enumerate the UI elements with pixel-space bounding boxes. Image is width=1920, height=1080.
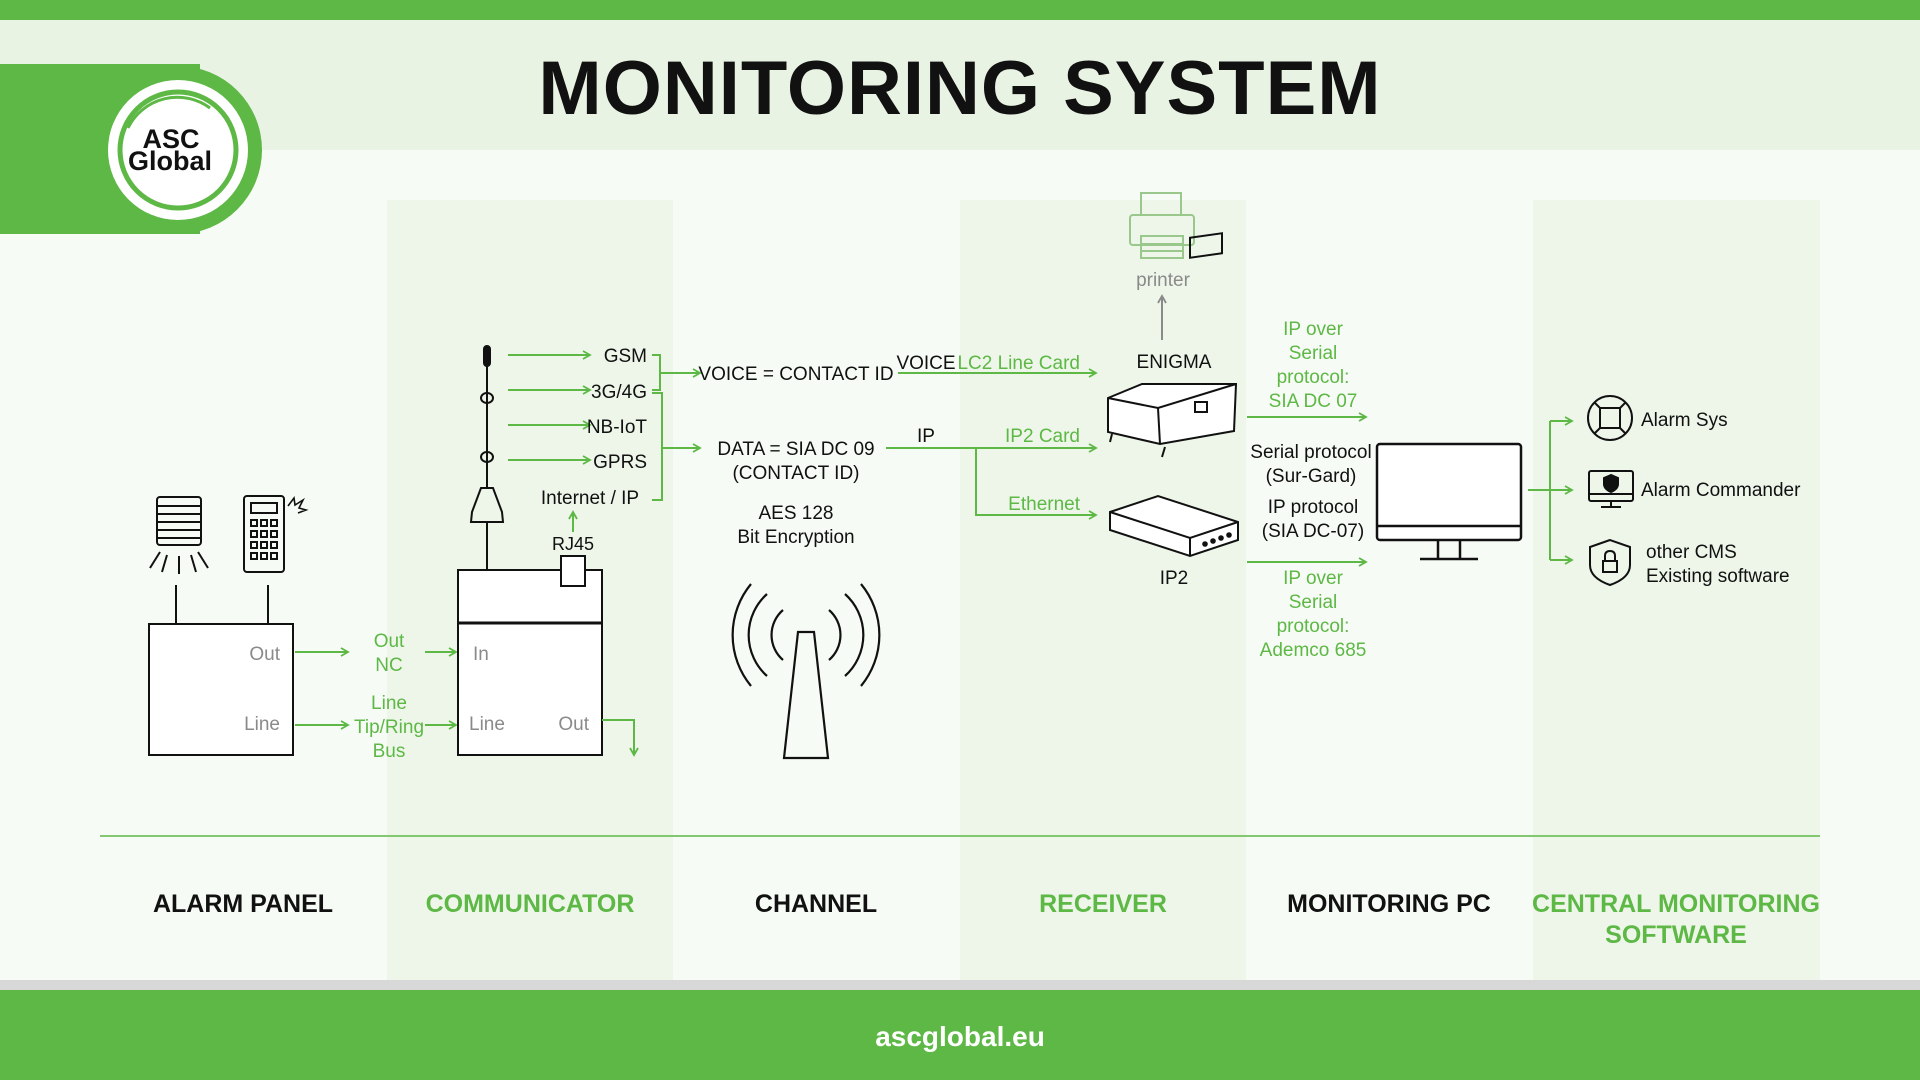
- column-cms: CENTRAL MONITORING: [1532, 890, 1820, 918]
- line-tipring-label-2: Tip/Ring: [354, 717, 424, 738]
- lock-shield-icon: [1589, 538, 1631, 587]
- rj45-port: [560, 555, 586, 587]
- cms-alarm-sys: Alarm Sys: [1641, 410, 1728, 431]
- keypad-icon: [243, 495, 309, 573]
- top-bar: [0, 0, 1920, 20]
- ip-over-serial-bottom-3: protocol:: [1277, 616, 1350, 637]
- network-gprs: GPRS: [593, 452, 647, 473]
- alarm-panel-box: [148, 623, 294, 756]
- ip-tag: IP: [917, 426, 935, 447]
- serial-protocol-1: Serial protocol: [1250, 442, 1371, 463]
- voice-contact-id: VOICE = CONTACT ID: [698, 364, 893, 385]
- out-nc-label: Out: [374, 631, 405, 652]
- line-tipring-label-3: Bus: [373, 741, 406, 762]
- serial-protocol-2: (Sur-Gard): [1266, 466, 1357, 487]
- radio-tower-icon: [731, 583, 881, 760]
- ip-over-serial-top-4: SIA DC 07: [1269, 391, 1358, 412]
- printer-icon: [1129, 192, 1195, 259]
- network-3g4g: 3G/4G: [591, 382, 647, 403]
- shield-monitor-icon: [1588, 470, 1634, 508]
- ip-over-serial-bottom-4: Ademco 685: [1260, 640, 1367, 661]
- enigma-label: ENIGMA: [1137, 352, 1212, 373]
- column-cms-2: SOFTWARE: [1605, 921, 1747, 949]
- page-title: MONITORING SYSTEM: [538, 46, 1381, 131]
- ip-over-serial-top-1: IP over: [1283, 319, 1344, 340]
- communicator-out-label: Out: [558, 714, 589, 735]
- aes-label: AES 128: [759, 503, 834, 524]
- header-band: [0, 20, 1920, 150]
- footer-url[interactable]: ascglobal.eu: [875, 1021, 1045, 1052]
- ip-over-serial-bottom-2: Serial: [1289, 592, 1338, 613]
- alarm-panel-out-label: Out: [249, 644, 280, 665]
- network-gsm: GSM: [604, 346, 647, 367]
- rj45-label: RJ45: [552, 534, 594, 554]
- ip2-card-label: IP2 Card: [1005, 426, 1080, 447]
- column-monitoring-pc: MONITORING PC: [1287, 890, 1491, 918]
- logo: ASC Global: [94, 66, 262, 234]
- ip-protocol-1: IP protocol: [1268, 497, 1358, 518]
- communicator-box: [457, 569, 603, 756]
- communicator-out-arrow: [602, 719, 639, 757]
- alarm-panel-line-label: Line: [244, 714, 280, 735]
- monitor-icon: [1375, 442, 1523, 561]
- cms-column-band: [1533, 200, 1820, 980]
- column-alarm-panel: ALARM PANEL: [153, 890, 333, 918]
- printer-label: printer: [1136, 270, 1191, 291]
- out-nc-label-2: NC: [375, 655, 402, 676]
- enigma-receiver-icon: [1107, 232, 1238, 458]
- line-tipring-label: Line: [371, 693, 407, 714]
- cms-alarm-commander: Alarm Commander: [1641, 480, 1801, 501]
- cms-other: other CMS: [1646, 542, 1737, 563]
- column-channel: CHANNEL: [755, 890, 877, 918]
- lc2-line-card-label: LC2 Line Card: [957, 353, 1080, 374]
- logo-text-asc: ASC: [142, 124, 199, 154]
- internet-ip-label: Internet / IP: [541, 488, 639, 509]
- column-receiver: RECEIVER: [1039, 890, 1167, 918]
- logo-text-global: Global: [128, 146, 212, 176]
- voice-tag: VOICE: [896, 353, 955, 374]
- ip2-label: IP2: [1160, 568, 1189, 589]
- receiver-column-band: [960, 200, 1246, 980]
- data-sia-dc09: DATA = SIA DC 09: [717, 439, 874, 460]
- lifebuoy-icon: [1587, 395, 1633, 441]
- ip-over-serial-top-2: Serial: [1289, 343, 1338, 364]
- ethernet-label: Ethernet: [1008, 494, 1081, 515]
- data-contact-id: (CONTACT ID): [732, 463, 859, 484]
- siren-icon: [149, 496, 209, 574]
- ip2-receiver-icon: [1109, 494, 1239, 558]
- column-communicator: COMMUNICATOR: [426, 890, 635, 918]
- antenna-icon: [469, 345, 505, 570]
- network-nbiot: NB-IoT: [587, 417, 648, 438]
- communicator-in-label: In: [473, 644, 489, 665]
- ip-over-serial-top-3: protocol:: [1277, 367, 1350, 388]
- ip-over-serial-bottom-1: IP over: [1283, 568, 1344, 589]
- communicator-line-label: Line: [469, 714, 505, 735]
- footer-bar: [0, 990, 1920, 1080]
- ip-protocol-2: (SIA DC-07): [1262, 521, 1364, 542]
- cms-other-2: Existing software: [1646, 566, 1790, 587]
- aes-label-2: Bit Encryption: [737, 527, 854, 548]
